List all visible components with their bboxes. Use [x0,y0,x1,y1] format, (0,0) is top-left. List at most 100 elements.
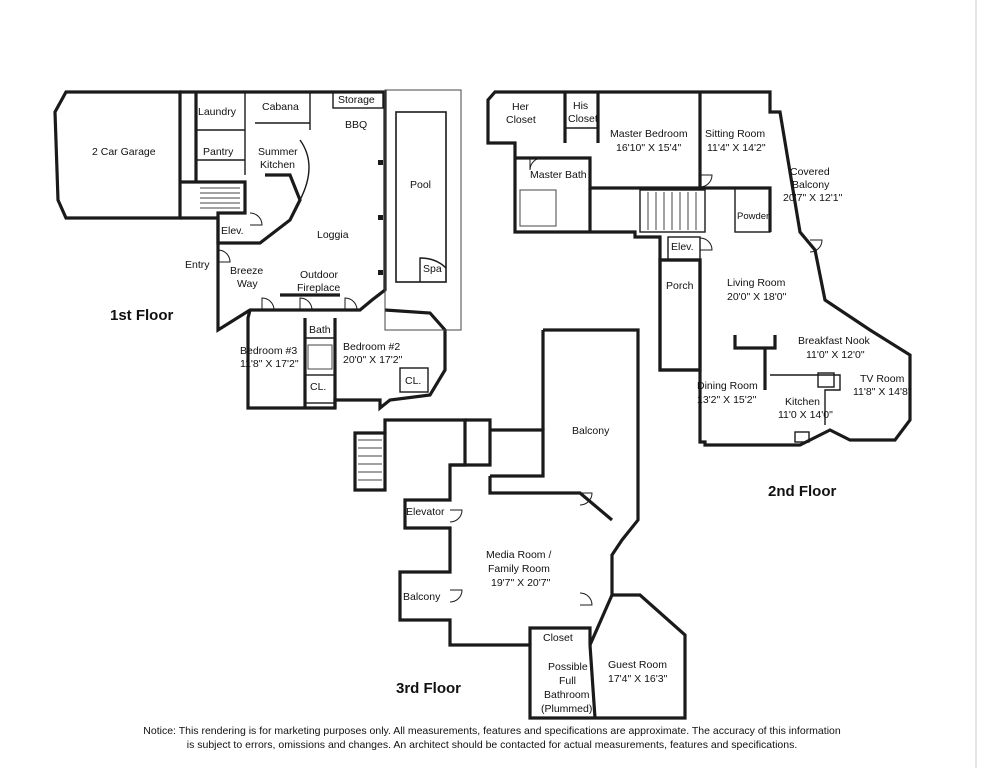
bath-guest-wall [588,644,597,719]
label-media-room-dim: 19'7" X 20'7" [491,577,551,589]
room-labels: 2 Car Garage Laundry Cabana Storage BBQ … [92,94,912,715]
label-pool: Pool [410,179,431,191]
floor-label-2nd: 2nd Floor [768,483,836,500]
disclaimer-line-1: Notice: This rendering is for marketing … [143,725,841,737]
label-bathroom: Bathroom [544,689,590,701]
label-laundry: Laundry [198,106,237,118]
cooktop [817,372,835,388]
label-breeze: Breeze [230,265,263,277]
stair-wall-3 [383,418,467,467]
porch-box [658,258,702,372]
label-sitting-room: Sitting Room [705,128,765,140]
bath-3-walls [490,428,545,478]
label-kitchen: Kitchen [785,396,820,408]
label-elev-2: Elev. [671,241,694,253]
label-his-closet: Closet [568,113,598,125]
label-outdoor: Outdoor [300,269,338,281]
door-guest [579,592,593,606]
label-covered-dim: 20'7" X 12'1" [783,192,843,204]
disclaimer-line-2: is subject to errors, omissions and chan… [186,739,798,751]
label-loggia: Loggia [317,229,349,241]
kitchen-counter [770,374,841,425]
label-summer: Summer [258,146,298,158]
label-elevator: Elevator [406,506,445,518]
label-tv-room: TV Room [860,373,905,385]
kitchen-curve [299,139,310,201]
third-floor-walls [398,328,687,720]
label-bedroom2: Bedroom #2 [343,341,400,353]
door-elevator-3 [449,509,463,523]
label-fireplace: Fireplace [297,282,340,294]
third-floor-plan [353,328,687,720]
label-master-bedroom-dim: 16'10" X 15'4" [616,142,681,154]
door-bath [529,157,543,171]
label-bedroom3: Bedroom #3 [240,345,297,357]
label-dining-room-dim: 13'2" X 15'2" [697,394,757,406]
door-balcony [809,239,823,253]
label-guest-room: Guest Room [608,659,667,671]
label-garage: 2 Car Garage [92,146,156,158]
pool-deck [384,89,462,331]
label-guest-room-dim: 17'4" X 16'3" [608,673,668,685]
closet-1-box [304,374,336,404]
label-closet: Closet [543,632,573,644]
label-kitchen-1: Kitchen [260,159,295,171]
master-suite-walls [486,90,662,260]
door-balcony-4 [449,589,463,603]
label-powder: Powder [737,211,769,222]
door-1 [261,297,275,311]
floor-label-3rd: 3rd Floor [396,680,461,697]
label-balcony-lower: Balcony [403,591,441,603]
label-media-room: Media Room / [486,549,551,561]
label-bedroom3-dim: 11'8" X 17'2" [240,358,299,370]
label-cabana: Cabana [262,101,299,113]
tub-2 [519,189,557,227]
label-living-room-dim: 20'0" X 18'0" [727,291,787,303]
column-1 [378,160,383,165]
label-his: His [573,100,588,112]
label-dining-room: Dining Room [697,380,758,392]
scan-edge-right [975,0,977,768]
floor-label-1st: 1st Floor [110,307,174,324]
garage-walls [53,90,182,220]
label-plummed: (Plummed) [541,703,592,715]
door-balcony-3 [579,492,593,506]
first-floor-plan [53,89,462,412]
label-balcony-2: Balcony [792,179,830,191]
label-tv-room-dim: 11'8" X 14'8" [853,386,912,398]
door-entry [217,249,231,263]
label-elev-1: Elev. [221,225,244,237]
label-her-closet: Closet [506,114,536,126]
label-bedroom2-dim: 20'0" X 17'2" [343,354,403,366]
label-covered: Covered [790,166,830,178]
spa-shape [419,257,447,282]
door-elev-2 [699,237,713,251]
label-storage: Storage [338,94,375,106]
powder-box [734,187,771,233]
door-3 [344,297,358,311]
stairs-2 [639,189,706,233]
label-sitting-room-dim: 11'4" X 14'2" [707,142,766,154]
door-sitting [699,174,713,188]
label-kitchen-dim: 11'0 X 14'0" [778,409,833,421]
label-master-bath: Master Bath [530,169,587,181]
label-entry: Entry [185,259,210,271]
label-way: Way [237,278,258,290]
stairs-3 [358,439,382,481]
closet-2-box [399,367,429,393]
label-family-room: Family Room [488,563,550,575]
column-2 [378,215,383,220]
stairs-1 [200,187,240,209]
label-possible: Possible [548,661,588,673]
label-master-bedroom: Master Bedroom [610,128,688,140]
label-breakfast-nook: Breakfast Nook [798,335,871,347]
label-breakfast-nook-dim: 11'0" X 12'0" [806,349,865,361]
summer-kitchen-walls [250,173,302,245]
label-bath-1: Bath [309,324,331,336]
second-floor-plan [486,90,912,447]
label-balcony-upper: Balcony [572,425,610,437]
label-pantry: Pantry [203,146,234,158]
closet-walls [528,594,614,646]
label-full: Full [559,675,576,687]
